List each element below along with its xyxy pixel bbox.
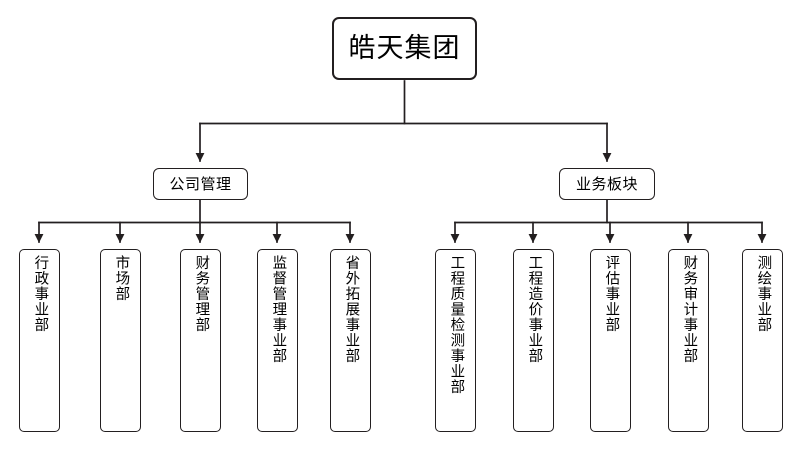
node-business-segment[interactable]: 业务板块 — [559, 168, 655, 200]
node-root-label: 皓天集团 — [348, 33, 461, 64]
node-administration-division[interactable]: 行政事业部 — [19, 249, 60, 432]
node-engineering-cost-division[interactable]: 工程造价事业部 — [513, 249, 554, 432]
node-out-of-province-expansion-division-label: 省外拓展事业部 — [343, 255, 360, 364]
node-business-segment-label: 业务板块 — [575, 174, 638, 193]
node-engineering-cost-division-label: 工程造价事业部 — [526, 255, 543, 364]
node-assessment-division[interactable]: 评估事业部 — [590, 249, 631, 432]
node-financial-audit-division[interactable]: 财务审计事业部 — [668, 249, 709, 432]
node-surveying-mapping-division-label: 测绘事业部 — [755, 255, 772, 333]
node-marketing-department-label: 市场部 — [113, 255, 130, 302]
node-assessment-division-label: 评估事业部 — [603, 255, 620, 333]
node-supervision-management-division-label: 监督管理事业部 — [270, 255, 287, 364]
node-financial-management-department[interactable]: 财务管理部 — [180, 249, 221, 432]
node-company-management-label: 公司管理 — [169, 174, 232, 193]
node-out-of-province-expansion-division[interactable]: 省外拓展事业部 — [330, 249, 371, 432]
node-financial-management-department-label: 财务管理部 — [193, 255, 210, 333]
node-financial-audit-division-label: 财务审计事业部 — [681, 255, 698, 364]
node-surveying-mapping-division[interactable]: 测绘事业部 — [742, 249, 783, 432]
node-engineering-quality-testing-division-label: 工程质量检测事业部 — [448, 255, 465, 395]
node-marketing-department[interactable]: 市场部 — [100, 249, 141, 432]
node-administration-division-label: 行政事业部 — [32, 255, 49, 333]
node-engineering-quality-testing-division[interactable]: 工程质量检测事业部 — [435, 249, 476, 432]
node-company-management[interactable]: 公司管理 — [153, 168, 248, 200]
node-supervision-management-division[interactable]: 监督管理事业部 — [257, 249, 298, 432]
node-root[interactable]: 皓天集团 — [332, 17, 477, 80]
